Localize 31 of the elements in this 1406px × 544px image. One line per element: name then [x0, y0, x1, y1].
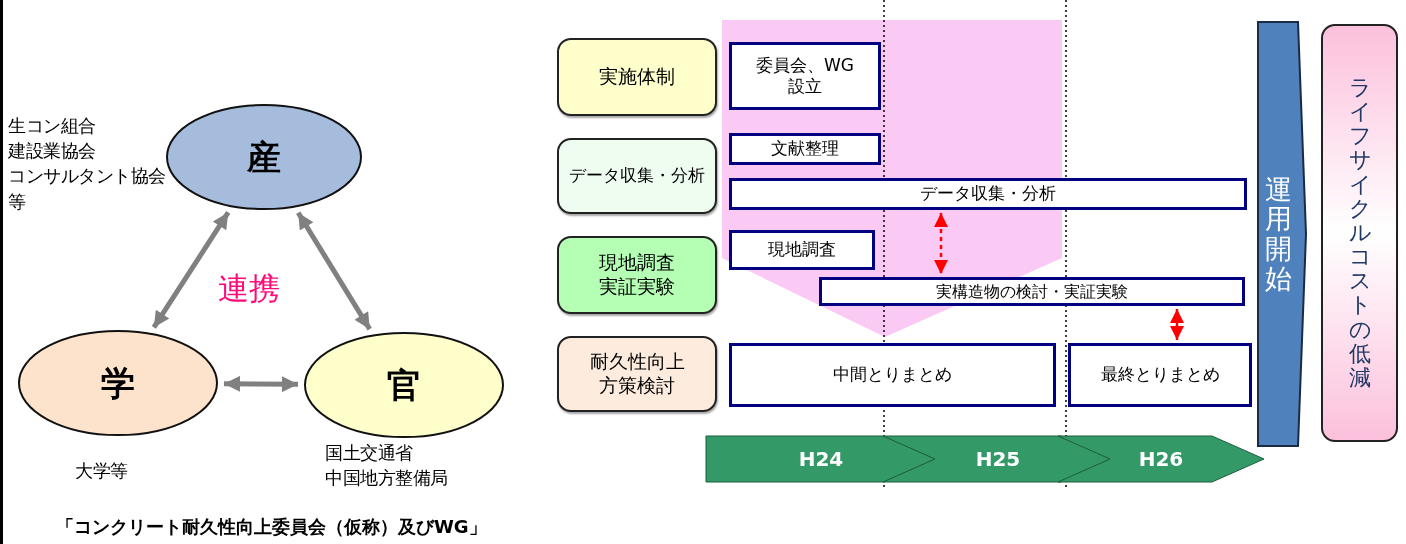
category-box: 現地調査実証実験	[557, 236, 717, 314]
member-note: 中国地方整備局	[325, 466, 448, 491]
task-box: 実構造物の検討・実証実験	[819, 277, 1245, 306]
task-box: 最終とりまとめ	[1068, 343, 1252, 407]
goal-box: ライフサイクルコストの低減	[1321, 24, 1398, 442]
double-arrow	[151, 211, 231, 329]
category-box: 耐久性向上方策検討	[557, 336, 717, 412]
sector-ellipse: 学	[18, 330, 218, 436]
double-arrow	[1170, 309, 1184, 340]
task-box: 委員会、WG設立	[729, 42, 881, 110]
double-arrow	[223, 375, 299, 393]
category-box: 実施体制	[557, 38, 717, 116]
task-box: データ収集・分析	[729, 178, 1247, 210]
member-note: 国土交通省	[325, 441, 414, 465]
double-arrow	[934, 213, 948, 274]
category-box: データ収集・分析	[557, 138, 717, 214]
cooperation-label: 連携	[218, 269, 280, 308]
task-box: 中間とりまとめ	[729, 343, 1056, 407]
fiscal-year-band: H26	[1058, 436, 1264, 482]
sector-ellipse: 産	[166, 104, 362, 210]
member-note: 建設業協会	[8, 139, 97, 164]
sector-ellipse: 官	[304, 332, 504, 438]
caption: 「コンクリート耐久性向上委員会（仮称）及びWG」	[56, 515, 487, 539]
member-note: 等	[8, 189, 27, 214]
task-box: 現地調査	[729, 230, 875, 270]
double-arrow	[296, 211, 372, 331]
member-note: 生コン組合	[8, 114, 97, 138]
member-note: コンサルタント協会	[8, 164, 166, 189]
task-box: 文献整理	[729, 133, 881, 165]
operation-start-banner: 運用開始	[1258, 22, 1306, 446]
member-note: 大学等	[75, 459, 128, 483]
